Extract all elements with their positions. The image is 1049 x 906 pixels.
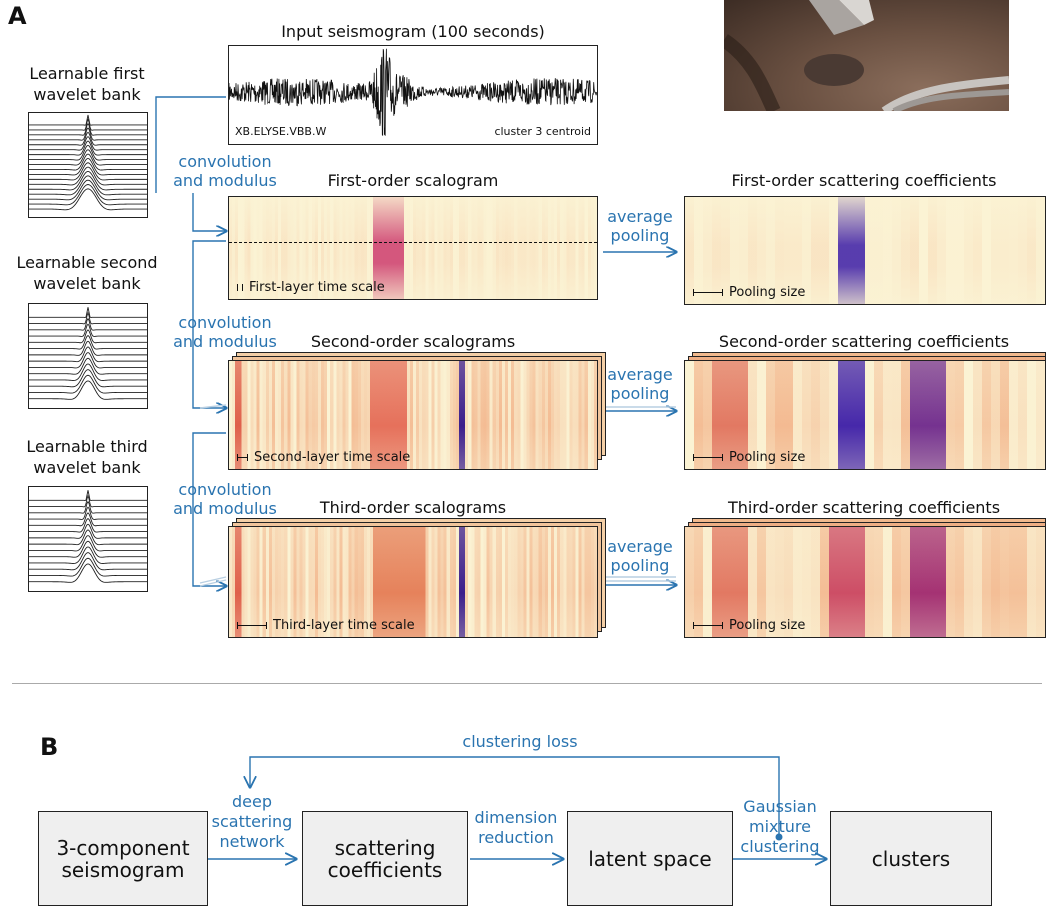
bank-label-3-line2: wavelet bank bbox=[33, 458, 141, 477]
conv-label-2-line1: convolution bbox=[178, 313, 272, 332]
conv-label-2: convolution and modulus bbox=[158, 313, 292, 351]
pooling-size-bar bbox=[693, 454, 723, 461]
dimension-reduction-label: dimension reduction bbox=[466, 808, 566, 848]
panel-a-letter: A bbox=[8, 2, 27, 30]
pooling-size-1: Pooling size bbox=[693, 285, 805, 300]
pool-label-3-line1: average bbox=[607, 537, 673, 556]
wavelet-bank-3 bbox=[28, 486, 148, 592]
bank-label-2-line2: wavelet bank bbox=[33, 274, 141, 293]
gmm-line3: clustering bbox=[740, 837, 820, 856]
flow-arrows bbox=[155, 96, 700, 600]
box-clusters: clusters bbox=[830, 811, 992, 906]
seismogram-trace bbox=[229, 48, 597, 136]
pooling-size-bar bbox=[693, 289, 723, 296]
dimension-reduction-line2: reduction bbox=[478, 828, 554, 847]
box-seismogram-line1: 3-component bbox=[56, 835, 190, 860]
scalogram-cutline bbox=[229, 242, 597, 243]
deep-scattering-line1: deep bbox=[232, 792, 272, 811]
conv-label-3-line2: and modulus bbox=[173, 499, 277, 518]
coef-title-1: First-order scattering coefficients bbox=[731, 171, 997, 190]
wavelet-bank-1 bbox=[28, 112, 148, 218]
wavelet-bank-2 bbox=[28, 303, 148, 409]
pool-label-2-line2: pooling bbox=[610, 384, 670, 403]
pooling-size-bar bbox=[693, 622, 723, 629]
second-order-coefficients: Pooling size bbox=[684, 360, 1046, 470]
conv-label-3-line1: convolution bbox=[178, 480, 272, 499]
conv-label-1: convolution and modulus bbox=[158, 152, 292, 190]
first-order-scalogram: First-layer time scale bbox=[228, 196, 598, 300]
second-order-scalogram: Second-layer time scale bbox=[228, 360, 598, 470]
time-scale-3-text: Third-layer time scale bbox=[273, 618, 415, 633]
coef-title-3: Third-order scattering coefficients bbox=[727, 498, 1001, 517]
conv-label-2-line2: and modulus bbox=[173, 332, 277, 351]
clustering-loss-label: clustering loss bbox=[462, 732, 578, 751]
box-scattering-line1: scattering bbox=[334, 835, 436, 860]
pooling-size-2-text: Pooling size bbox=[729, 450, 806, 465]
third-order-coefficients: Pooling size bbox=[684, 526, 1046, 638]
pool-label-1: average pooling bbox=[600, 207, 680, 245]
box-scattering-line2: coefficients bbox=[327, 857, 443, 882]
conv-label-1-line2: and modulus bbox=[173, 171, 277, 190]
pooling-size-1-text: Pooling size bbox=[729, 285, 806, 300]
scalogram-title-3: Third-order scalograms bbox=[319, 498, 507, 517]
deep-scattering-line3: network bbox=[219, 832, 285, 851]
deep-scattering-line2: scattering bbox=[211, 812, 293, 831]
pooling-size-3: Pooling size bbox=[693, 618, 805, 633]
bank-label-3: Learnable third wavelet bank bbox=[8, 436, 166, 478]
pooling-size-2: Pooling size bbox=[693, 450, 805, 465]
first-order-coefficients: Pooling size bbox=[684, 196, 1046, 305]
box-latent-space: latent space bbox=[567, 811, 733, 906]
loop-origin-dot bbox=[775, 833, 783, 841]
dimension-reduction-line1: dimension bbox=[474, 808, 558, 827]
station-tag: XB.ELYSE.VBB.W bbox=[235, 125, 327, 138]
panel-b-letter: B bbox=[40, 733, 59, 761]
time-scale-bar bbox=[237, 454, 248, 461]
panel-divider bbox=[12, 683, 1042, 684]
bank-label-2-line1: Learnable second bbox=[16, 253, 158, 272]
time-scale-bar bbox=[237, 284, 243, 291]
time-scale-1: First-layer time scale bbox=[237, 280, 385, 295]
box-latent-line1: latent space bbox=[588, 846, 712, 871]
input-title: Input seismogram (100 seconds) bbox=[281, 22, 545, 41]
gmm-label: Gaussian mixture clustering bbox=[732, 797, 828, 857]
bank-label-1-line2: wavelet bank bbox=[33, 85, 141, 104]
cluster-tag: cluster 3 centroid bbox=[494, 125, 591, 138]
bank-label-1-line1: Learnable first bbox=[29, 64, 145, 83]
lander-photo bbox=[724, 0, 1009, 111]
time-scale-1-text: First-layer time scale bbox=[249, 280, 385, 295]
gmm-line2: mixture bbox=[749, 817, 811, 836]
time-scale-bar bbox=[237, 622, 267, 629]
pipeline-arrows bbox=[208, 756, 840, 890]
box-seismogram-line2: seismogram bbox=[61, 857, 185, 882]
pool-label-2: average pooling bbox=[600, 365, 680, 403]
scalogram-title-2: Second-order scalograms bbox=[310, 332, 516, 351]
conv-label-1-line1: convolution bbox=[178, 152, 272, 171]
conv-label-3: convolution and modulus bbox=[158, 480, 292, 518]
pool-label-1-line1: average bbox=[607, 207, 673, 226]
pool-label-3: average pooling bbox=[600, 537, 680, 575]
coef-title-2: Second-order scattering coefficients bbox=[718, 332, 1010, 351]
box-clusters-line1: clusters bbox=[871, 846, 951, 871]
time-scale-2-text: Second-layer time scale bbox=[254, 450, 411, 465]
pool-label-1-line2: pooling bbox=[610, 226, 670, 245]
gmm-line1: Gaussian bbox=[743, 797, 817, 816]
pool-label-3-line2: pooling bbox=[610, 556, 670, 575]
input-seismogram: XB.ELYSE.VBB.W cluster 3 centroid bbox=[228, 45, 598, 145]
deep-scattering-label: deep scattering network bbox=[206, 792, 298, 852]
bank-label-1: Learnable first wavelet bank bbox=[12, 63, 162, 105]
time-scale-2: Second-layer time scale bbox=[237, 450, 410, 465]
third-order-scalogram: Third-layer time scale bbox=[228, 526, 598, 638]
bank-label-2: Learnable second wavelet bank bbox=[6, 252, 168, 294]
bank-label-3-line1: Learnable third bbox=[26, 437, 148, 456]
pool-label-2-line1: average bbox=[607, 365, 673, 384]
time-scale-3: Third-layer time scale bbox=[237, 618, 415, 633]
pooling-size-3-text: Pooling size bbox=[729, 618, 806, 633]
scalogram-title-1: First-order scalogram bbox=[327, 171, 499, 190]
